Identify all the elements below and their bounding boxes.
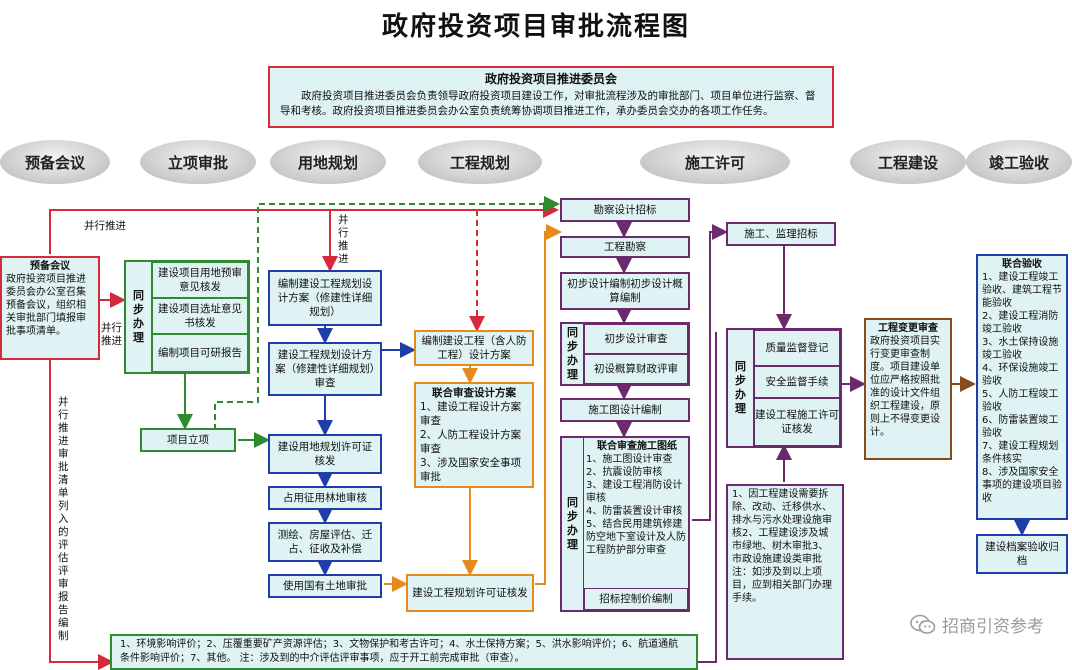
approval-item-site-selection: 建设项目选址意见书核发 [152,298,248,334]
prep-body: 政府投资项目推进委员会办公室召集预备会议，组织相关审批部门填报审批事项清单。 [6,274,86,337]
drawing-joint-heading: 联合审查施工图纸 [597,441,677,452]
stage-land: 用地规划 [270,140,386,184]
accept-item-6: 6、防雷装置竣工验收 [982,415,1059,439]
permit-sync-group: 同步办理 质量监督登记 安全监督手续 建设工程施工许可证核发 [726,328,842,448]
approval-sync-group: 同步办理 建设项目用地预审意见核发 建设项目选址意见书核发 编制项目可研报告 [124,260,250,374]
accept-item-3: 3、水土保持设施竣工验收 [982,337,1059,361]
stage-construction: 工程建设 [850,140,966,184]
survey-compensation-box: 测绘、房屋评估、迁占、征收及补偿 [268,522,382,562]
archive-box: 建设档案验收归档 [976,534,1068,574]
eng-joint-item-1: 1、建设工程设计方案审查 [420,401,522,427]
parallel-label-top: 并行推进 [84,220,126,232]
eng-design-box: 编制建设工程（含人防工程）设计方案 [414,330,534,366]
stage-prep: 预备会议 [0,140,110,184]
construction-permit-cell: 建设工程施工许可证核发 [754,398,840,446]
permit-sync-label: 同步办理 [728,330,754,446]
drawing-joint-list: 联合审查施工图纸 1、施工图设计审查 2、抗震设防审核 3、建设工程消防设计审核… [586,440,688,557]
quality-reg-cell: 质量监督登记 [754,330,840,366]
bottom-assessment-box: 1、环境影响评价；2、压覆重要矿产资源评估；3、文物保护和考古许可；4、水土保持… [110,634,698,670]
accept-item-1: 1、建设工程竣工验收、建筑工程节能验收 [982,272,1062,309]
prelim-sync-label: 同步办理 [562,324,584,384]
forest-land-box: 占用征用林地审核 [268,486,382,510]
land-permit-box: 建设用地规划许可证核发 [268,434,382,474]
parallel-label-v1: 并行推进 [338,214,349,265]
stage-approval: 立项审批 [140,140,256,184]
prep-heading: 预备会议 [30,261,70,272]
stage-permit: 施工许可 [640,140,790,184]
prelim-sync-group: 同步办理 初步设计审查 初设概算财政评审 [560,322,690,386]
eng-survey-box: 工程勘察 [560,236,690,258]
watermark-text: 招商引资参考 [942,617,1044,637]
stage-engineering: 工程规划 [418,140,542,184]
watermark: 招商引资参考 [910,612,1044,637]
drawing-joint-item-3: 3、建设工程消防设计审核 [586,480,683,504]
bid-price-cell: 招标控制价编制 [584,588,688,610]
safety-cell: 安全监督手续 [754,366,840,398]
approval-item-feasibility: 编制项目可研报告 [152,334,248,372]
committee-body: 政府投资项目推进委员会负责领导政府投资项目建设工作，对审批流程涉及的审批部门、项… [280,90,816,117]
eng-joint-item-3: 3、涉及国家安全事项审批 [420,457,522,483]
prelim-design-box: 初步设计编制初步设计概算编制 [560,272,690,310]
accept-heading: 联合验收 [1002,259,1042,270]
survey-design-bid-box: 勘察设计招标 [560,198,690,222]
approval-item-land-preview: 建设项目用地预审意见核发 [152,262,248,298]
committee-box: 政府投资项目推进委员会 政府投资项目推进委员会负责领导政府投资项目建设工作，对审… [268,66,834,128]
project-approval-box: 项目立项 [140,428,236,452]
page-title: 政府投资项目审批流程图 [381,12,690,42]
eng-permit-box: 建设工程规划许可证核发 [406,574,534,612]
prep-meeting-box: 预备会议 政府投资项目推进委员会办公室召集预备会议，组织相关审批部门填报审批事项… [0,256,100,360]
accept-item-5: 5、人防工程竣工验收 [982,389,1059,413]
eng-joint-review-box: 联合审查设计方案 1、建设工程设计方案审查 2、人防工程设计方案审查 3、涉及国… [414,382,534,488]
drawing-joint-item-1: 1、施工图设计审查 [586,454,673,465]
land-review-box: 建设工程规划设计方案（修建性详细规划）审查 [268,342,382,396]
drawing-joint-item-4: 4、防雷装置设计审核 [586,506,683,517]
stage-acceptance: 竣工验收 [966,140,1072,184]
land-plan-box: 编制建设工程规划设计方案（修建性详细规划） [268,270,382,326]
drawing-sync-group: 同步办理 联合审查施工图纸 1、施工图设计审查 2、抗震设防审核 3、建设工程消… [560,436,690,612]
accept-item-7: 7、建设工程规划条件核实 [982,441,1059,465]
parallel-label-v2: 并行推进 [101,322,122,347]
change-heading: 工程变更审查 [878,323,938,334]
approval-sync-label: 同步办理 [126,262,152,372]
eng-joint-heading: 联合审查设计方案 [432,387,516,399]
drawing-sync-label: 同步办理 [562,438,584,610]
joint-acceptance-box: 联合验收 1、建设工程竣工验收、建筑工程节能验收 2、建设工程消防竣工验收 3、… [976,254,1068,520]
accept-item-2: 2、建设工程消防竣工验收 [982,311,1059,335]
drawing-design-box: 施工图设计编制 [560,398,690,422]
drawing-joint-item-5: 5、结合民用建筑修建防空地下室设计及人防工程防护部分审查 [586,519,686,556]
prelim-review-cell: 初步设计审查 [584,324,688,354]
permit-notes-box: 1、因工程建设需要拆除、改动、迁移供水、排水与污水处理设施审核2、工程建设涉及城… [726,484,844,660]
parallel-label-long: 并行推进审批清单列入的评估评审报告编制 [58,396,69,642]
accept-item-4: 4、环保设施竣工验收 [982,363,1059,387]
committee-heading: 政府投资项目推进委员会 [484,72,617,86]
change-body: 政府投资项目实行变更审查制度。项目建设单位应严格按照批准的设计文件组织工程建设，… [870,336,940,438]
state-land-box: 使用国有土地审批 [268,574,382,598]
accept-item-8: 8、涉及国家安全事项的建设项目验收 [982,467,1062,504]
wechat-icon [910,614,936,634]
budget-review-cell: 初设概算财政评审 [584,354,688,384]
change-review-box: 工程变更审查 政府投资项目实行变更审查制度。项目建设单位应严格按照批准的设计文件… [864,318,952,460]
drawing-joint-item-2: 2、抗震设防审核 [586,467,663,478]
construction-bid-box: 施工、监理招标 [726,222,836,246]
eng-joint-item-2: 2、人防工程设计方案审查 [420,429,522,455]
